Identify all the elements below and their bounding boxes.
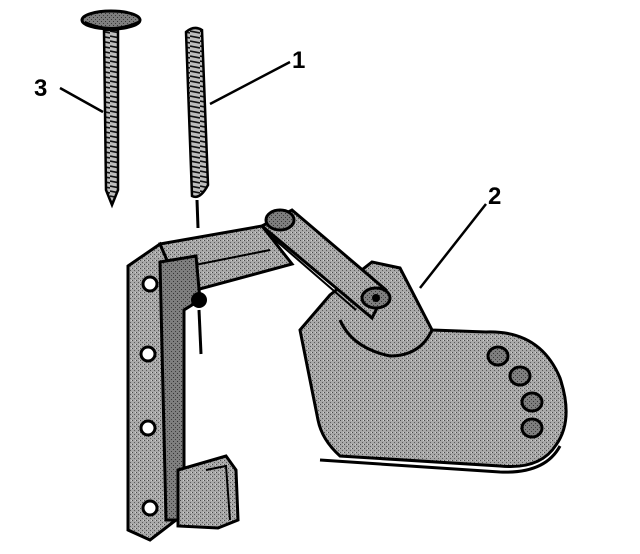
leader-line-2: [419, 203, 487, 289]
stud-axis-line-lower: [197, 309, 203, 355]
plate-hole: [520, 391, 544, 413]
bolt-head: [80, 9, 142, 31]
callout-2: 2: [488, 183, 501, 210]
plate-hole: [520, 417, 544, 439]
stud-shank: [184, 26, 210, 199]
link-pivot-top: [264, 208, 296, 232]
bracket-hole: [141, 275, 159, 293]
leader-line-1: [209, 60, 291, 106]
plate-hole: [486, 345, 510, 367]
bracket-pivot-pin: [191, 292, 207, 308]
plate-hole: [508, 365, 532, 387]
callout-3: 3: [34, 75, 47, 102]
bracket-hole: [139, 419, 157, 437]
stud-part-1: [184, 26, 210, 229]
stud-axis-line-upper: [195, 199, 200, 229]
bolt-shank: [102, 28, 120, 209]
bracket-hole: [139, 345, 157, 363]
bracket-front-leg: [158, 254, 202, 522]
leader-line-3: [59, 86, 104, 114]
plate-cutout: [338, 319, 434, 358]
bracket-hole: [141, 499, 159, 517]
bracket-hook: [176, 454, 240, 530]
bolt-part-3: [80, 9, 142, 209]
link-arm: [259, 208, 392, 321]
mounting-plate-part-2: [298, 260, 568, 474]
callout-1: 1: [292, 47, 305, 74]
hinge-bracket: [126, 224, 295, 542]
